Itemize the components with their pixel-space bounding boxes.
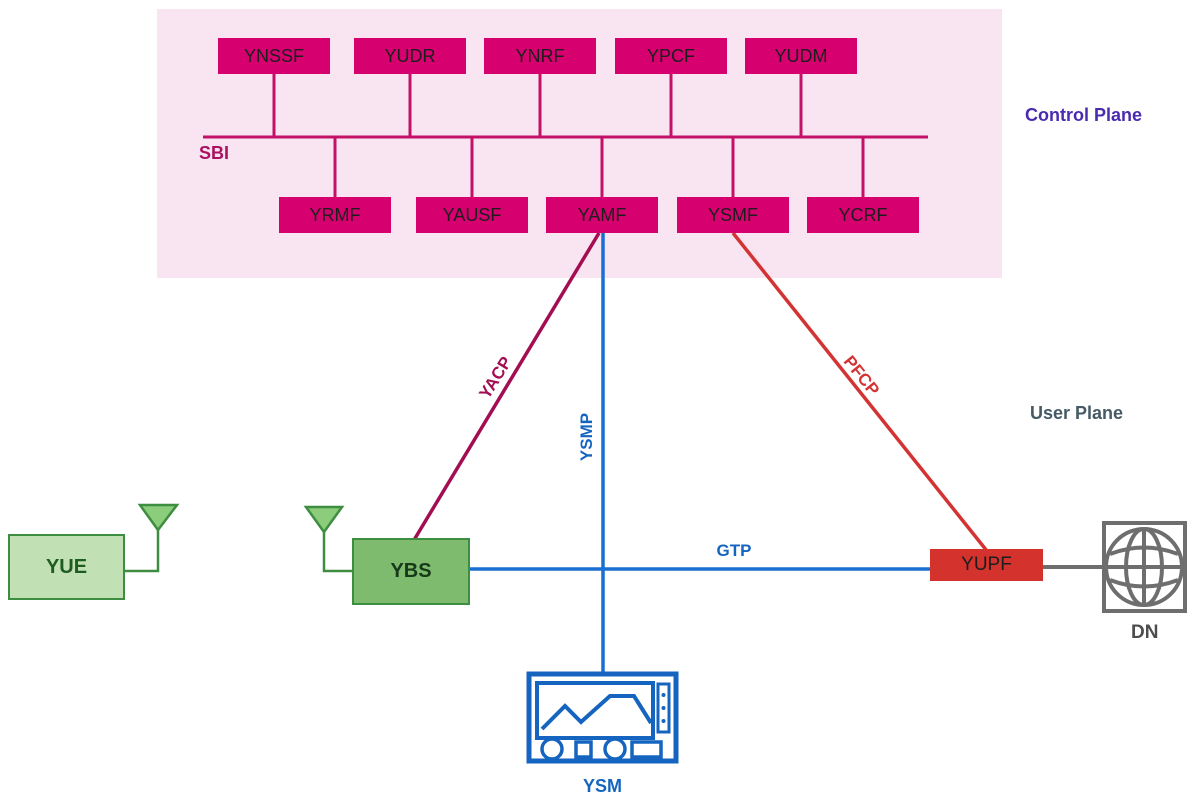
control-plane-label: Control Plane	[1025, 105, 1143, 125]
yacp-link-line	[412, 232, 601, 541]
dn-globe-icon	[1102, 521, 1187, 613]
ybs-antenna-icon	[303, 505, 352, 573]
sbi-bus-label: SBI	[199, 143, 230, 163]
node-yue: YUE	[8, 534, 125, 600]
node-ycrf: YCRF	[807, 197, 919, 233]
node-yausf: YAUSF	[416, 197, 528, 233]
node-ybs: YBS	[352, 538, 470, 605]
ysmp-link-label: YSMP	[577, 412, 596, 462]
node-ynssf: YNSSF	[218, 38, 330, 74]
ysm-oscilloscope-icon	[526, 671, 679, 764]
gtp-link-label: GTP	[716, 541, 752, 560]
node-ypcf: YPCF	[615, 38, 727, 74]
node-dn-label: DN	[1131, 622, 1159, 643]
node-yrmf: YRMF	[279, 197, 391, 233]
user-plane-label: User Plane	[1030, 403, 1124, 423]
node-yudm: YUDM	[745, 38, 857, 74]
node-yamf: YAMF	[546, 197, 658, 233]
yue-antenna-icon	[123, 503, 180, 573]
node-yupf: YUPF	[930, 549, 1043, 581]
node-yudr: YUDR	[354, 38, 466, 74]
node-ysm-label: YSM	[583, 776, 623, 796]
node-ysmf: YSMF	[677, 197, 789, 233]
pfcp-link-line	[731, 231, 989, 553]
node-ynrf: YNRF	[484, 38, 596, 74]
